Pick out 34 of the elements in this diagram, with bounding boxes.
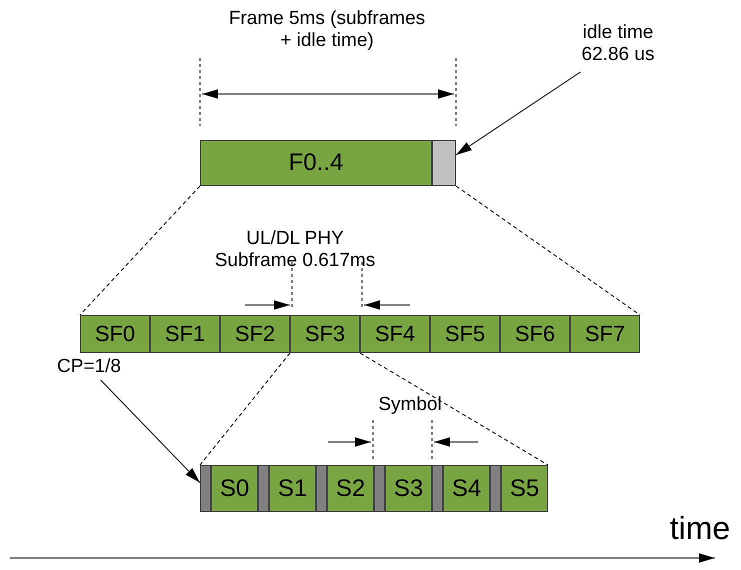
- symbol-block: S4: [443, 465, 490, 512]
- subframe-block: SF6: [500, 315, 570, 353]
- cyclic-prefix-block: [490, 465, 501, 512]
- zoom-guide-line: [80, 186, 200, 316]
- symbol-block: S3: [385, 465, 432, 512]
- frame-block: F0..4: [200, 140, 432, 186]
- symbol-block: S2: [327, 465, 374, 512]
- symbol-block: S5: [501, 465, 548, 512]
- subframe-block: SF2: [220, 315, 290, 353]
- idle-time-block: [432, 140, 456, 186]
- dimension-label: Symbol: [377, 394, 443, 416]
- zoom-guide-line: [360, 352, 548, 466]
- dimension-label: Frame 5ms (subframes + idle time): [228, 8, 426, 52]
- zoom-guide-line: [200, 352, 290, 466]
- cyclic-prefix-block: [316, 465, 327, 512]
- cyclic-prefix-block: [432, 465, 443, 512]
- subframe-block: SF0: [80, 315, 150, 353]
- cyclic-prefix-block: [200, 465, 211, 512]
- subframe-block: SF7: [570, 315, 640, 353]
- symbol-block: S1: [269, 465, 316, 512]
- subframe-block: SF1: [150, 315, 220, 353]
- symbol-block: S0: [211, 465, 258, 512]
- annotation-text: CP=1/8: [44, 356, 134, 380]
- leader-line: [456, 72, 581, 156]
- subframe-block: SF4: [360, 315, 430, 353]
- leader-line: [100, 380, 200, 484]
- zoom-guide-line: [456, 186, 640, 316]
- dimension-label: UL/DL PHY Subframe 0.617ms: [214, 228, 376, 272]
- cyclic-prefix-block: [374, 465, 385, 512]
- cyclic-prefix-block: [258, 465, 269, 512]
- annotation-text: idle time 62.86 us: [568, 22, 668, 72]
- axis-label: time: [668, 510, 732, 547]
- subframe-block: SF5: [430, 315, 500, 353]
- subframe-block: SF3: [290, 315, 360, 353]
